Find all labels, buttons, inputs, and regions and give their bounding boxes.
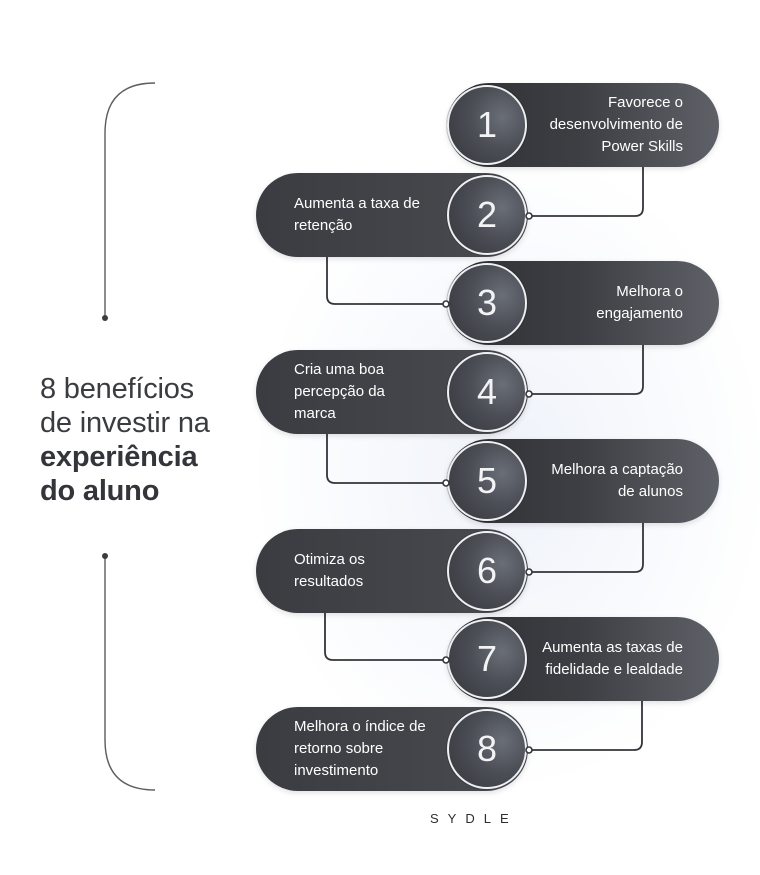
step-4-number: 4 bbox=[447, 352, 527, 432]
step-1-number: 1 bbox=[447, 85, 527, 165]
page-title: 8 benefícios de investir na experiência … bbox=[40, 372, 210, 508]
bracket-bottom bbox=[104, 556, 156, 791]
bracket-bottom-dot bbox=[102, 553, 108, 559]
step-7-text: Aumenta as taxas de fidelidade e lealdad… bbox=[542, 639, 683, 678]
title-line-1: 8 benefícios bbox=[40, 373, 194, 405]
connector-3-4 bbox=[530, 345, 644, 395]
connector-7-8 bbox=[530, 700, 643, 751]
connector-1-2 bbox=[530, 166, 644, 217]
title-line-4: do aluno bbox=[40, 475, 160, 507]
bracket-top-dot bbox=[102, 315, 108, 321]
step-4-text: Cria uma boa percepção da marca bbox=[294, 361, 385, 422]
bracket-top bbox=[104, 82, 156, 318]
step-8-text: Melhora o índice de retorno sobre invest… bbox=[294, 718, 426, 779]
step-6-number: 6 bbox=[447, 531, 527, 611]
step-8-number: 8 bbox=[447, 709, 527, 789]
step-2-text: Aumenta a taxa de retenção bbox=[294, 195, 420, 234]
connector-2-3 bbox=[326, 256, 445, 305]
sydle-logo: SYDLE bbox=[430, 811, 518, 826]
connector-4-5 bbox=[326, 434, 445, 484]
title-line-3: experiência bbox=[40, 441, 198, 473]
connector-5-6 bbox=[530, 522, 644, 573]
step-7-number: 7 bbox=[447, 619, 527, 699]
step-3-text: Melhora o engajamento bbox=[596, 283, 683, 322]
step-2-number: 2 bbox=[447, 175, 527, 255]
connector-6-7 bbox=[324, 611, 445, 661]
step-6-text: Otimiza os resultados bbox=[294, 551, 365, 590]
step-5-text: Melhora a captação de alunos bbox=[551, 461, 683, 500]
step-1-text: Favorece o desenvolvimento de Power Skil… bbox=[549, 94, 683, 155]
step-5-number: 5 bbox=[447, 441, 527, 521]
title-line-2: de investir na bbox=[40, 407, 210, 439]
step-3-number: 3 bbox=[447, 263, 527, 343]
